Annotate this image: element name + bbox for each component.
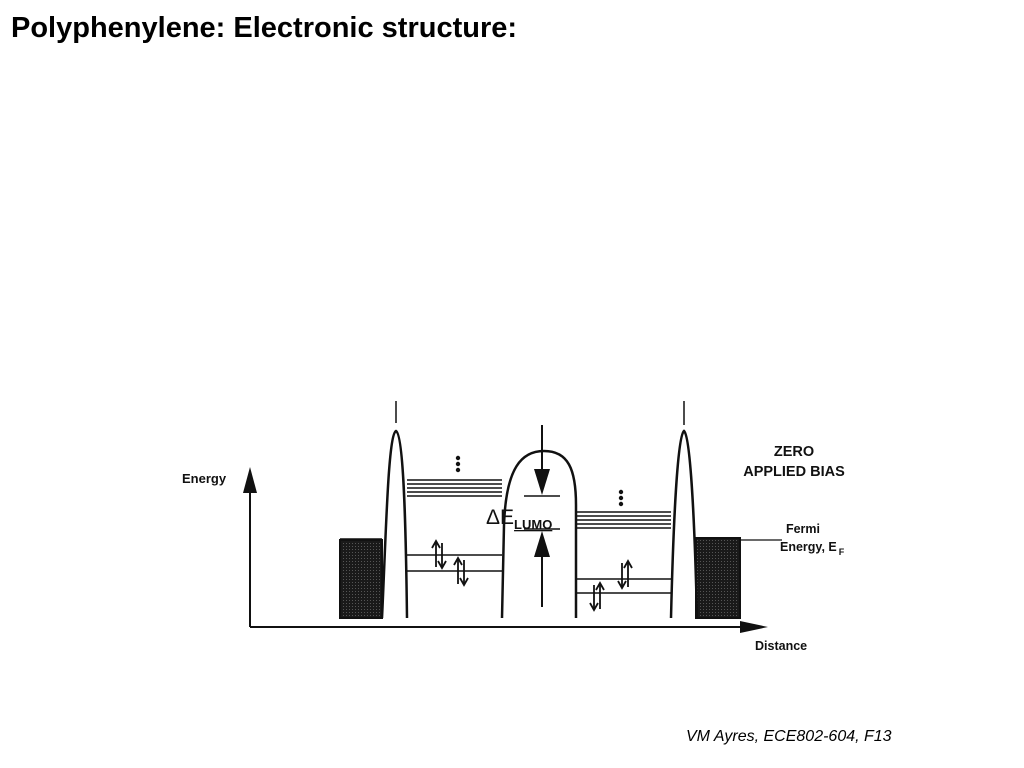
energy-band-diagram: Energy Distance ZERO APPLIED BIAS Fermi …	[150, 395, 880, 685]
left-level-dots	[455, 455, 461, 473]
energy-axis	[243, 467, 257, 627]
right-barrier	[669, 401, 699, 619]
fermi-energy-text: Energy, E	[780, 540, 837, 554]
delta-e-label: ΔELUMO	[486, 506, 552, 532]
right-occupied-levels	[576, 578, 671, 594]
central-barrier	[500, 449, 578, 619]
distance-label: Distance	[755, 639, 807, 653]
left-occupied-levels	[407, 554, 502, 572]
left-unoccupied-levels	[407, 479, 502, 497]
distance-axis	[250, 621, 768, 633]
left-barrier	[380, 401, 409, 619]
right-unoccupied-levels	[576, 511, 671, 529]
delta-e-symbol: ΔE	[486, 506, 514, 529]
right-spin-pairs	[589, 559, 633, 612]
right-level-dots	[618, 489, 624, 507]
bias-label-line2: APPLIED BIAS	[743, 464, 845, 480]
delta-e-arrows	[524, 425, 560, 607]
bias-label-line1: ZERO	[774, 444, 814, 460]
right-contact	[695, 537, 741, 619]
slide-title: Polyphenylene: Electronic structure:	[11, 12, 518, 44]
left-spin-pairs	[431, 539, 469, 587]
fermi-subscript: F	[839, 547, 845, 557]
footer-credit: VM Ayres, ECE802-604, F13	[686, 728, 892, 745]
energy-label: Energy	[182, 471, 227, 486]
delta-e-subscript: LUMO	[514, 517, 552, 532]
left-contact	[339, 539, 383, 619]
fermi-label-line1: Fermi	[786, 522, 820, 536]
